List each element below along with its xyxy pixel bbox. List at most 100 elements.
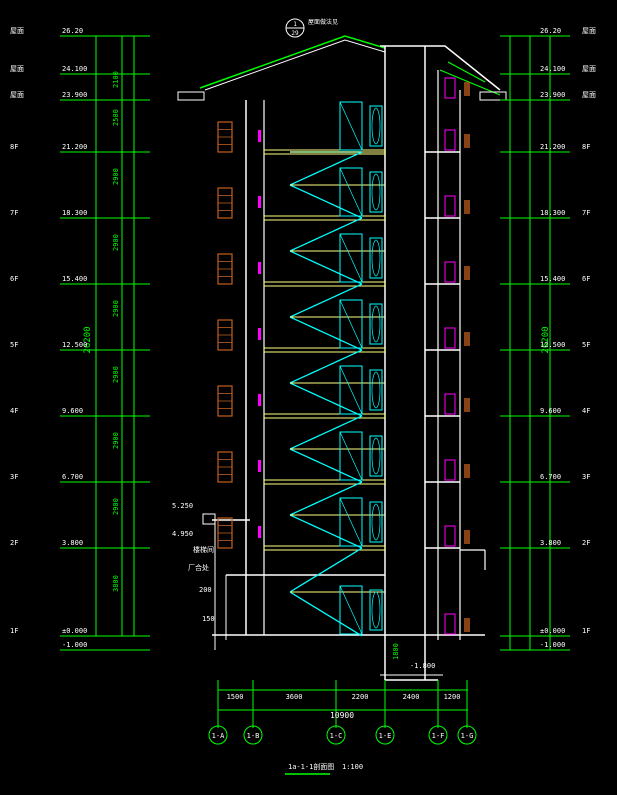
elevator-door	[369, 237, 383, 279]
right-level-elev: 6.700	[540, 473, 561, 481]
elevator-door-mark	[371, 305, 381, 343]
elevator-door-mark	[371, 371, 381, 409]
shaft-opening	[444, 77, 456, 99]
door-swing	[339, 167, 363, 217]
shaft-opening	[444, 459, 456, 481]
elevator-door	[369, 303, 383, 345]
left-level-tag: 4F	[10, 407, 18, 415]
left-level-elev: 26.20	[62, 27, 83, 35]
left-level-tag: 1F	[10, 627, 18, 635]
bubble-num: 1	[293, 21, 297, 28]
shaft-opening	[444, 393, 456, 415]
right-level-tag: 2F	[582, 539, 590, 547]
left-level-tag: 7F	[10, 209, 18, 217]
bottom-dim-text: 1500	[227, 693, 244, 701]
axis-circle	[208, 725, 228, 745]
axis-circle	[375, 725, 395, 745]
right-level-tag: 屋面	[582, 65, 596, 73]
door-swing	[339, 497, 363, 547]
magenta-marker	[258, 394, 261, 406]
right-level-tag: 6F	[582, 275, 590, 283]
door-swing	[339, 431, 363, 481]
right-level-elev: 24.100	[540, 65, 565, 73]
stair-flight-lower	[289, 448, 363, 483]
floor-slab	[263, 215, 386, 221]
elevator-shaft-openings	[444, 77, 470, 635]
door-swing	[339, 101, 363, 151]
right-level-elev: 3.800	[540, 539, 561, 547]
stair-flight-upper	[289, 547, 363, 593]
left-level-tag: 屋面	[10, 91, 24, 99]
axis-label: 1-C	[330, 732, 343, 740]
stair-door	[339, 365, 363, 415]
stair-door	[339, 299, 363, 349]
stair-flight-upper	[289, 481, 363, 516]
left-level-elev: 3.800	[62, 539, 83, 547]
axis-circle	[326, 725, 346, 745]
right-window	[464, 134, 470, 148]
right-level-tag: 8F	[582, 143, 590, 151]
right-window	[464, 82, 470, 96]
door-swing	[339, 233, 363, 283]
door-swing	[339, 585, 363, 635]
magenta-marker	[258, 130, 261, 142]
stair-flight-upper	[289, 217, 363, 252]
right-level-tag: 屋面	[582, 27, 596, 35]
elevator-door	[369, 589, 383, 631]
bubble-den: 29	[291, 30, 299, 37]
left-level-tag: 3F	[10, 473, 18, 481]
door-swing	[339, 299, 363, 349]
left-level-tag: 屋面	[10, 27, 24, 35]
magenta-marker	[258, 262, 261, 274]
elevator-door	[369, 501, 383, 543]
right-level-tag: 3F	[582, 473, 590, 481]
right-level-elev: 26.20	[540, 27, 561, 35]
canopy-elev: 5.250	[172, 502, 193, 510]
stair-flights	[289, 151, 385, 637]
left-dim-text: 2900	[112, 234, 120, 251]
stair-flight-lower	[289, 184, 363, 219]
magenta-marker	[258, 328, 261, 340]
drawing-title: 1a-1-1剖面图 1:100	[285, 762, 363, 775]
stair-flight-upper	[289, 151, 363, 186]
magenta-marker	[258, 526, 261, 538]
axis-label: 1-G	[461, 732, 474, 740]
elevator-door-mark	[371, 503, 381, 541]
left-level-elev: 24.100	[62, 65, 87, 73]
bottom-dim-text: 1200	[444, 693, 461, 701]
left-dim-text: 2500	[112, 109, 120, 126]
stair-flight-lower	[289, 514, 363, 549]
stair-flight-upper	[289, 349, 363, 384]
left-dim-text: 3800	[112, 575, 120, 592]
right-level-elev: 18.300	[540, 209, 565, 217]
right-window	[464, 464, 470, 478]
left-level-tag: 6F	[10, 275, 18, 283]
stair-flight-upper	[289, 415, 363, 450]
right-window	[464, 200, 470, 214]
axis-label: 1-B	[247, 732, 260, 740]
elevator-door-mark	[371, 437, 381, 475]
magenta-marker	[258, 460, 261, 472]
left-level-elev: 6.700	[62, 473, 83, 481]
axis-label: 1-F	[432, 732, 445, 740]
stair-flight-upper	[289, 283, 363, 318]
elevator-door-mark	[371, 591, 381, 629]
left-dim-text: 2900	[112, 366, 120, 383]
stair-door	[339, 585, 363, 635]
elevator-door	[369, 435, 383, 477]
elevator-door-mark	[371, 107, 381, 145]
left-level-elev: 12.500	[62, 341, 87, 349]
right-level-elev: ±0.000	[540, 627, 565, 635]
building-walls	[202, 46, 486, 681]
elevator-door	[369, 369, 383, 411]
right-level-elev: 9.600	[540, 407, 561, 415]
right-window	[464, 530, 470, 544]
bottom-dim-text: 2200	[352, 693, 369, 701]
title-text: 1a-1-1剖面图	[288, 762, 334, 771]
bottom-dim-text: 3600	[286, 693, 303, 701]
dim-200: 200	[199, 586, 212, 594]
left-level-elev: 23.900	[62, 91, 87, 99]
